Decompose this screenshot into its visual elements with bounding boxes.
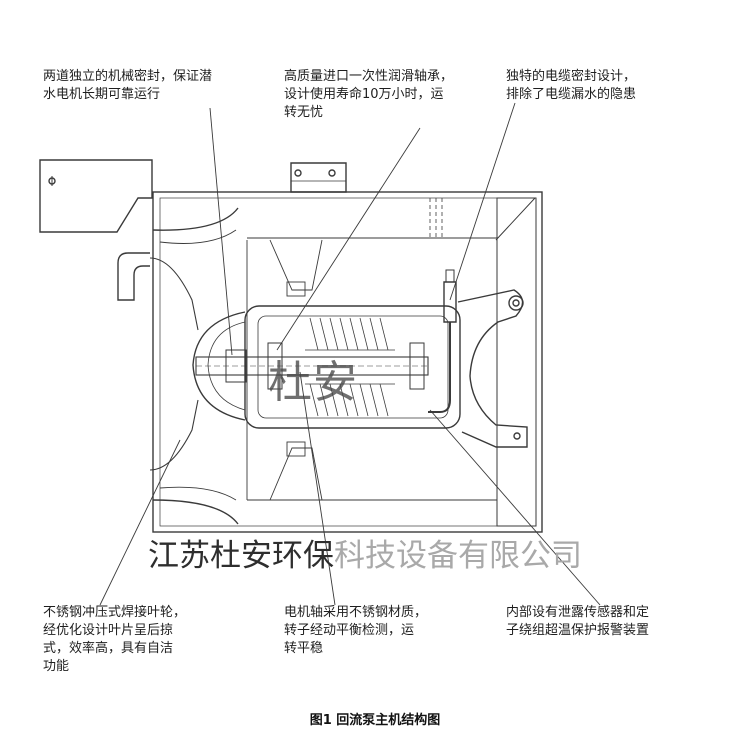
stator-winding	[305, 317, 395, 417]
power-cable	[428, 322, 451, 413]
motor-front-cover	[192, 311, 246, 421]
watermark-company-light: 科技设备有限公司	[334, 538, 582, 574]
impeller-blade-top	[149, 257, 199, 331]
annotation-cable-seal: 独特的电缆密封设计， 排除了电缆漏水的隐患	[506, 69, 637, 102]
leader-bearing	[276, 127, 421, 351]
lifting-lug	[290, 162, 347, 193]
mechanical-seal	[225, 349, 247, 383]
annotation-mechanical-seal: 两道独立的机械密封，保证潜 水电机长期可靠运行	[43, 69, 213, 102]
guide-bracket	[39, 159, 153, 233]
leader-impeller	[99, 439, 181, 606]
lower-support	[269, 447, 323, 501]
rear-bearing	[409, 342, 425, 390]
annotation-sensor: 内部设有泄露传感器和定 子绕组超温保护报警装置	[506, 605, 650, 638]
watermark-center: 杜安	[268, 357, 358, 408]
leader-cable	[449, 102, 516, 301]
leader-seal	[209, 107, 233, 356]
upper-support	[269, 239, 323, 291]
leader-lines	[99, 102, 601, 606]
front-bearing	[267, 342, 283, 390]
motor-body	[244, 305, 461, 429]
housing-outer	[152, 191, 543, 533]
leader-shaft	[299, 371, 336, 606]
annotation-bearing: 高质量进口一次性润滑轴承， 设计使用寿命10万小时，运 转无忧	[284, 69, 454, 120]
housing-back	[495, 197, 537, 527]
figure-caption: 图1 回流泵主机结构图	[309, 713, 441, 728]
rear-arm	[457, 289, 528, 448]
leader-sensor	[429, 409, 601, 606]
annotation-motor-shaft: 电机轴采用不锈钢材质， 转子经动平衡检测，运 转平稳	[284, 605, 428, 656]
annotation-impeller: 不锈钢冲压式焊接叶轮， 经优化设计叶片呈后掠 式，效率高，具有自洁 功能	[43, 605, 187, 674]
impeller-blade-bottom	[149, 399, 199, 471]
cable-gland	[443, 281, 457, 323]
watermark-company: 江苏杜安环保科技设备有限公司	[148, 530, 582, 575]
side-hook	[117, 252, 150, 301]
watermark-company-dark: 江苏杜安环保	[148, 538, 334, 574]
impeller-shroud	[152, 207, 239, 525]
